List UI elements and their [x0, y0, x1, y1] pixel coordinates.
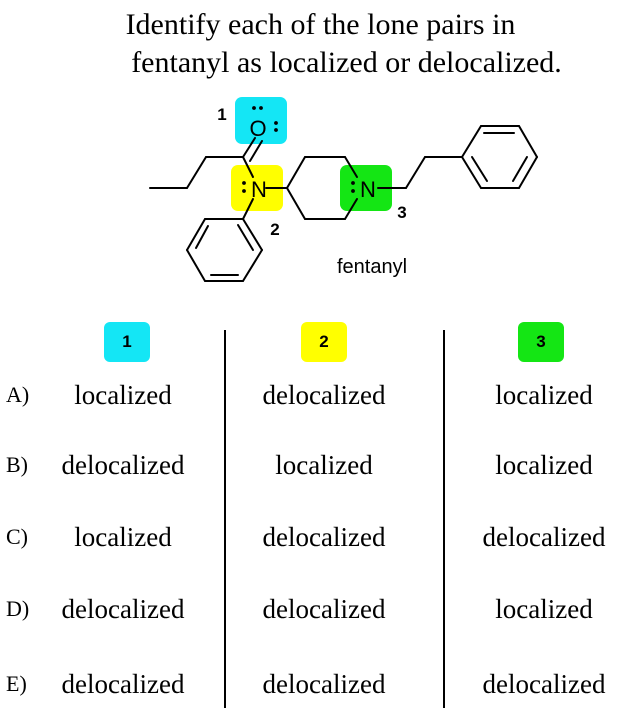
lone-pair-dots	[242, 106, 355, 193]
option-cell: delocalized	[482, 669, 606, 699]
option-letter: D)	[6, 596, 30, 621]
label-1: 1	[217, 105, 226, 124]
question-line-1: Identify each of the lone pairs in	[125, 8, 516, 41]
question-line-2: fentanyl as localized or delocalized.	[131, 46, 562, 79]
amide-nitrogen-highlight	[231, 165, 283, 211]
column-header-2: 2	[301, 322, 347, 362]
option-cell: localized	[495, 380, 593, 410]
column-divider-2	[443, 330, 445, 708]
option-cell: localized	[275, 450, 373, 480]
oxygen-highlight	[235, 97, 287, 144]
label-3: 3	[397, 203, 406, 222]
column-header-3: 3	[518, 322, 564, 362]
oxygen-atom: O	[249, 116, 266, 141]
option-cell: delocalized	[61, 450, 185, 480]
option-letter: B)	[6, 452, 28, 477]
option-cell: delocalized	[262, 594, 386, 624]
molecule-name: fentanyl	[337, 256, 407, 278]
label-2: 2	[270, 220, 279, 239]
amide-nitrogen-atom: N	[251, 177, 267, 202]
option-cell: localized	[495, 450, 593, 480]
amine-nitrogen-atom: N	[360, 177, 376, 202]
bonds	[149, 125, 538, 282]
option-cell: delocalized	[61, 594, 185, 624]
option-letter: C)	[6, 524, 28, 549]
amine-nitrogen-highlight	[340, 165, 392, 211]
option-cell: delocalized	[262, 380, 386, 410]
option-cell: localized	[74, 380, 172, 410]
option-letter: A)	[6, 382, 30, 407]
option-letter: E)	[6, 671, 27, 696]
option-cell: localized	[74, 522, 172, 552]
column-header-1: 1	[104, 322, 150, 362]
fentanyl-structure: O N N 1 2 3 fentanyl	[149, 97, 538, 282]
option-cell: delocalized	[61, 669, 185, 699]
option-cell: delocalized	[262, 669, 386, 699]
option-cell: localized	[495, 594, 593, 624]
option-cell: delocalized	[482, 522, 606, 552]
option-cell: delocalized	[262, 522, 386, 552]
column-divider-1	[224, 330, 226, 708]
